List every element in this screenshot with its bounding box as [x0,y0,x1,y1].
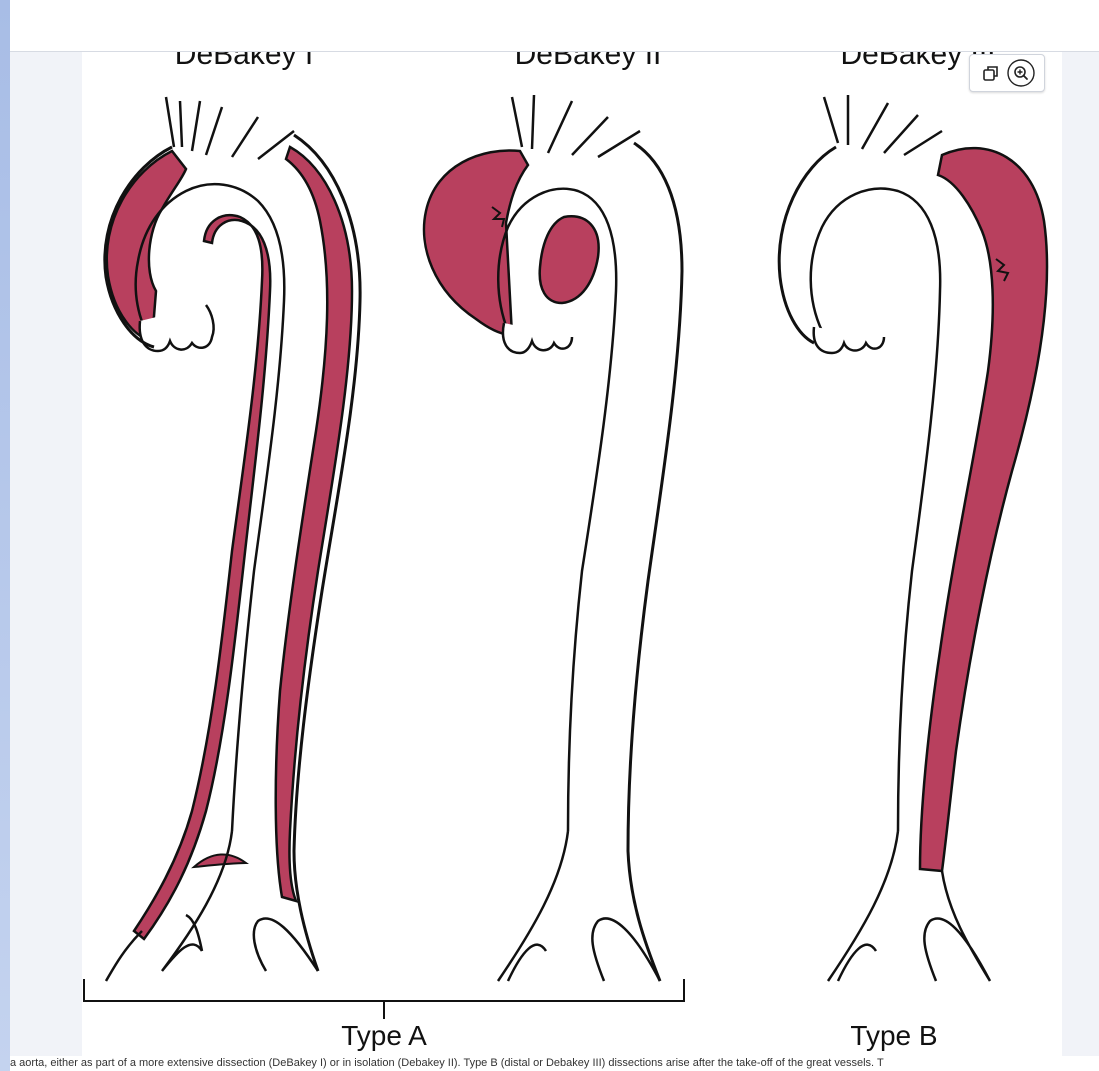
debakey-ii-illustration [424,95,682,981]
debakey-i-illustration [105,97,360,981]
type-a-bracket [84,979,684,1019]
label-type-a: Type A [341,1020,427,1051]
figure-caption: a aorta, either as part of a more extens… [10,1056,1099,1071]
label-debakey-ii: DeBakey II [515,51,662,71]
dissection-diagram: DeBakey I DeBakey II DeBakey III Type A … [82,51,1062,1056]
label-type-b: Type B [850,1020,937,1051]
top-bar [10,0,1099,52]
zoom-in-icon[interactable] [1006,58,1036,88]
image-toolbar [969,54,1045,92]
window-edge [0,0,10,1071]
debakey-iii-illustration [779,95,1047,981]
copy-icon[interactable] [975,58,1005,88]
label-debakey-i: DeBakey I [175,51,313,71]
aortic-dissection-figure: DeBakey I DeBakey II DeBakey III Type A … [82,51,1062,1056]
